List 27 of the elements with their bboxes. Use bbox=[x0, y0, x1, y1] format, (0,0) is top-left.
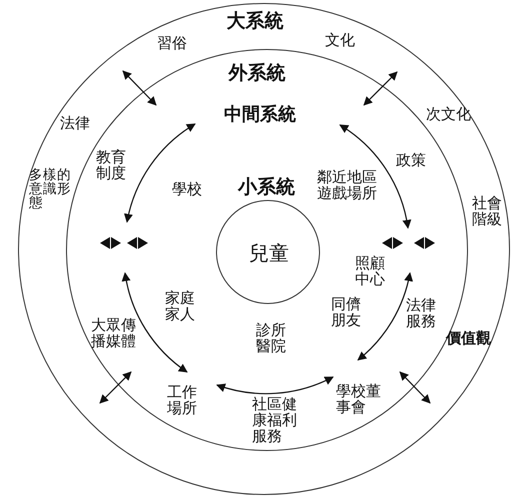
factor-label: 法律服務 bbox=[406, 298, 437, 330]
factor-label: 診所醫院 bbox=[256, 323, 287, 354]
factor-label: 多樣的意識形態 bbox=[29, 168, 72, 211]
factor-label: 鄰近地區遊戲場所 bbox=[317, 170, 378, 202]
factor-label: 工作場所 bbox=[167, 385, 198, 416]
system-label: 中間系統 bbox=[224, 106, 297, 125]
factor-label: 法律 bbox=[60, 116, 91, 132]
factor-label: 照顧中心 bbox=[355, 256, 386, 288]
system-label: 小系統 bbox=[238, 178, 296, 198]
factor-label: 文化 bbox=[325, 33, 356, 49]
system-title: 大系統 bbox=[226, 12, 284, 31]
factor-label: 習俗 bbox=[157, 36, 188, 52]
factor-label: 教育制度 bbox=[96, 150, 127, 182]
system-title: 外系統 bbox=[228, 64, 286, 83]
factor-label: 政策 bbox=[396, 153, 427, 169]
factor-label: 學校董事會 bbox=[336, 384, 382, 416]
factor-label: 學校 bbox=[172, 182, 203, 198]
center-label: 兒童 bbox=[249, 243, 289, 263]
factor-label: 社區健康福利服務 bbox=[252, 397, 298, 444]
system-circle bbox=[216, 200, 320, 304]
factor-label: 社會階級 bbox=[472, 196, 503, 228]
system-circle bbox=[18, 3, 510, 495]
system-label: 價值觀 bbox=[446, 331, 492, 347]
factor-label: 家庭家人 bbox=[165, 291, 196, 322]
factor-label: 大眾傳播媒體 bbox=[91, 318, 137, 350]
factor-label: 同儕朋友 bbox=[331, 297, 362, 328]
factor-label: 次文化 bbox=[426, 107, 472, 123]
